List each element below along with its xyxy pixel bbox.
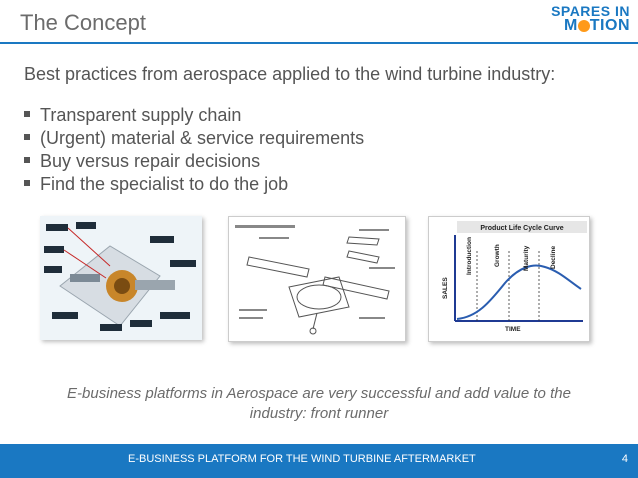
bullet-list: Transparent supply chain (Urgent) materi…	[24, 104, 364, 196]
logo: SPARES IN M TION	[551, 4, 630, 34]
aircraft-exploded-view-image	[228, 216, 406, 342]
list-item: (Urgent) material & service requirements	[24, 127, 364, 150]
caption: E-business platforms in Aerospace are ve…	[67, 385, 571, 422]
plc-stage-decline: Decline	[550, 245, 557, 269]
list-item: Transparent supply chain	[24, 104, 364, 127]
title-divider	[0, 42, 638, 44]
plc-stage-growth: Growth	[494, 244, 501, 267]
page-title: The Concept	[20, 10, 146, 35]
logo-line2-prefix: M	[563, 17, 578, 34]
subtitle: Best practices from aerospace applied to…	[24, 64, 556, 84]
list-item: Buy versus repair decisions	[24, 150, 364, 173]
list-item: Find the specialist to do the job	[24, 173, 364, 196]
product-life-cycle-image: Product Life Cycle Curve Introduction Gr…	[428, 216, 590, 342]
page-number: 4	[621, 453, 628, 465]
logo-line2-suffix: TION	[589, 17, 630, 34]
gear-icon	[577, 19, 590, 32]
bullet-icon	[24, 111, 30, 118]
bullet-icon	[24, 157, 30, 164]
plc-stage-maturity: Maturity	[523, 245, 530, 271]
footer-bar: E-BUSINESS PLATFORM FOR THE WIND TURBINE…	[0, 444, 638, 478]
bullet-icon	[24, 180, 30, 187]
plc-xlabel: TIME	[505, 326, 521, 333]
footer-text: E-BUSINESS PLATFORM FOR THE WIND TURBINE…	[128, 453, 476, 465]
bullet-icon	[24, 134, 30, 141]
plc-ylabel: SALES	[442, 277, 449, 299]
logo-line1: SPARES IN	[551, 3, 630, 19]
logo-line2: M TION	[551, 18, 630, 34]
plc-title: Product Life Cycle Curve	[480, 225, 563, 232]
component-diagram-image	[40, 216, 202, 340]
plc-stage-introduction: Introduction	[466, 237, 473, 275]
